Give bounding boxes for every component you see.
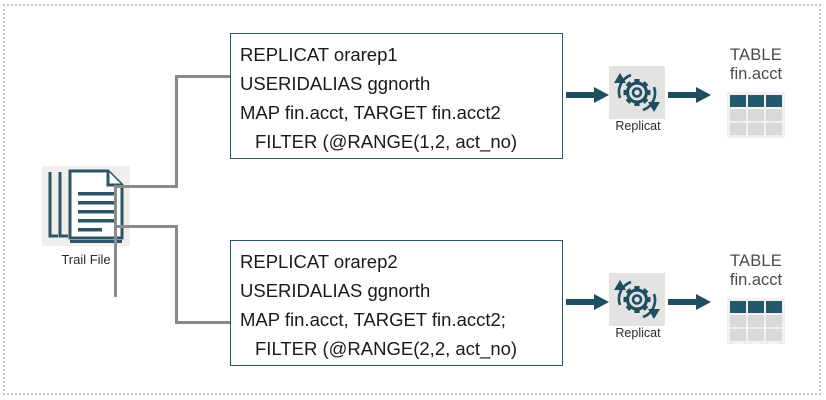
param-line: USERIDALIAS ggnorth bbox=[240, 73, 431, 94]
connector-trunk-vertical bbox=[114, 185, 117, 297]
trail-file-icon bbox=[36, 162, 136, 250]
replicat-node-branch1: Replicat bbox=[604, 66, 674, 140]
replicat-label: Replicat bbox=[615, 326, 661, 340]
param-line: MAP fin.acct, TARGET fin.acct2 bbox=[240, 102, 501, 123]
param-line: REPLICAT orarep2 bbox=[240, 251, 398, 272]
arrow-replicat1-to-table1 bbox=[668, 85, 712, 105]
param-line: FILTER (@RANGE(1,2, act_no) bbox=[255, 131, 518, 152]
arrow-replicat2-to-table2 bbox=[668, 292, 712, 312]
connector-branch2-vertical bbox=[175, 225, 178, 324]
arrow-box2-to-replicat2 bbox=[566, 292, 610, 312]
connector-branch1-horizontal-b bbox=[175, 75, 232, 78]
table-node-branch2: TABLE fin.acct bbox=[708, 252, 804, 352]
table-name: fin.acct bbox=[729, 65, 783, 83]
param-line: MAP fin.acct, TARGET fin.acct2; bbox=[240, 309, 506, 330]
param-box-branch2: REPLICAT orarep2 USERIDALIAS ggnorth MAP… bbox=[230, 240, 563, 366]
table-name: fin.acct bbox=[729, 271, 783, 289]
table-icon bbox=[727, 298, 785, 344]
param-line: REPLICAT orarep1 bbox=[240, 44, 398, 65]
connector-branch2-horizontal-a bbox=[114, 225, 178, 228]
connector-branch1-horizontal-a bbox=[114, 185, 178, 188]
table-title: TABLE bbox=[729, 252, 783, 270]
param-line: USERIDALIAS ggnorth bbox=[240, 280, 431, 301]
connector-branch2-horizontal-b bbox=[175, 321, 232, 324]
replicat-gear-icon bbox=[609, 273, 665, 326]
param-box-branch1: REPLICAT orarep1 USERIDALIAS ggnorth MAP… bbox=[230, 33, 563, 159]
trail-file-label: Trail File bbox=[61, 252, 111, 267]
replicat-gear-icon bbox=[609, 66, 665, 119]
arrow-box1-to-replicat1 bbox=[566, 85, 610, 105]
table-title: TABLE bbox=[729, 46, 783, 64]
replicat-node-branch2: Replicat bbox=[604, 273, 674, 347]
replicat-label: Replicat bbox=[615, 119, 661, 133]
connector-branch1-vertical bbox=[175, 75, 178, 188]
table-node-branch1: TABLE fin.acct bbox=[708, 46, 804, 146]
param-line: FILTER (@RANGE(2,2, act_no) bbox=[255, 338, 518, 359]
table-icon bbox=[727, 92, 785, 138]
trail-file-node: Trail File bbox=[36, 162, 136, 277]
